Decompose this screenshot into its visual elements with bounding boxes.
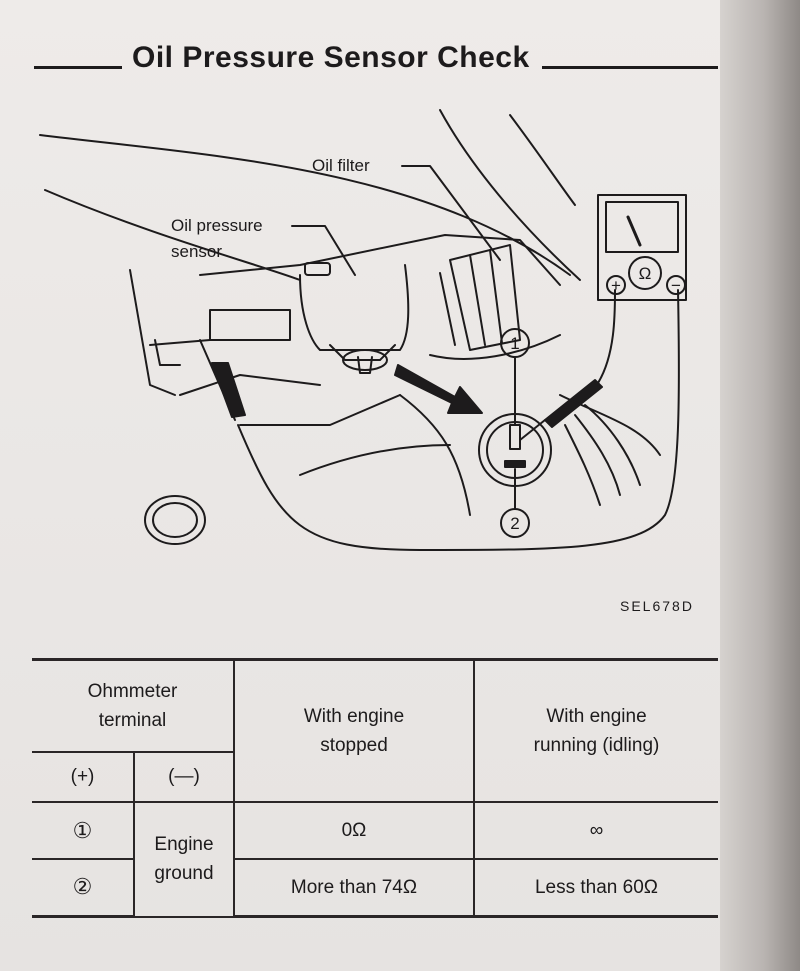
meter-plus-label: + [611,276,621,295]
stopped-value-cell: 0Ω [233,801,475,860]
ground-line1: Engine [154,833,214,855]
engine-running-header: With engine running (idling) [473,658,718,804]
terminal-2-callout: 2 [500,468,530,538]
minus-terminal-header: (—) [133,751,235,804]
figure-code: SEL678D [620,598,694,614]
bracket [149,309,291,366]
positive-wire [597,289,616,384]
ground-wire [237,289,680,551]
sensor-check-diagram: 1 2 Ω + − [39,109,687,551]
title-rule-left [34,65,122,69]
stopped-header-line1: With engine [303,705,405,727]
sensor-spec-table: Ohmmeter terminal With engine stopped Wi… [32,658,718,918]
engine-detail [399,394,471,516]
engine-detail [239,394,401,426]
ohmmeter-header-line1: Ohmmeter [87,680,178,702]
arrow-icon [394,364,483,414]
terminal-2-label: 2 [510,514,519,533]
sensor-label-line1: Oil pressure [171,216,263,235]
table-row: ① Engine ground 0Ω ∞ [32,801,718,918]
running-value-cell: Less than 60Ω [473,858,718,918]
ohmmeter: Ω + − [597,194,687,301]
engine-ground-cell: Engine ground [133,801,235,918]
book-spine-shadow [720,0,800,971]
engine-detail [559,394,661,456]
oil-filter-leader [401,165,501,261]
terminal-cell: ② [32,858,135,918]
terminal-cell: ① [32,801,135,860]
sensor-label-line2: sensor [171,242,222,261]
stopped-header-line2: stopped [320,735,388,757]
stopped-value-cell: More than 74Ω [233,858,475,918]
positive-probe-tip [519,419,546,441]
ground-probe [211,362,246,418]
engine-contour [509,114,576,206]
engine-detail [299,444,451,476]
positive-probe [544,379,603,428]
ohmmeter-header-line2: terminal [98,710,167,732]
plus-terminal-header: (+) [32,751,135,804]
meter-minus-label: − [671,276,681,295]
engine-contour [44,189,301,281]
title-row: Oil Pressure Sensor Check [34,34,718,82]
oil-filter-label: Oil filter [312,156,370,175]
engine-block [129,269,176,396]
ground-line2: ground [154,863,214,885]
engine-contour [39,134,571,276]
drain-plug [144,495,206,545]
title-rule-right [541,65,718,69]
table-header-row: Ohmmeter terminal With engine stopped Wi… [32,658,718,804]
engine-stopped-header: With engine stopped [233,658,475,804]
terminal-1-callout: 1 [500,328,530,426]
ohm-symbol: Ω [639,264,652,283]
table-row: ② More than 74Ω Less than 60Ω [32,858,718,918]
running-value-cell: ∞ [473,801,718,860]
engine-detail [574,414,621,496]
page-title: Oil Pressure Sensor Check [132,41,530,74]
running-header-line2: running (idling) [533,735,660,757]
table-subheader-row: (+) (—) [32,751,718,804]
engine-detail [564,424,601,506]
sensor-leader [291,225,356,276]
oil-filter [429,244,561,360]
engine-detail [584,404,641,486]
terminal-1-label: 1 [510,334,519,353]
engine-block [199,234,561,286]
engine-block [179,374,321,396]
running-header-line1: With engine [546,705,647,727]
manual-page: Oil Pressure Sensor Check [0,0,720,971]
oil-pressure-sensor [299,262,410,374]
engine-contour [439,109,581,281]
ohmmeter-terminal-header: Ohmmeter terminal [32,658,235,754]
